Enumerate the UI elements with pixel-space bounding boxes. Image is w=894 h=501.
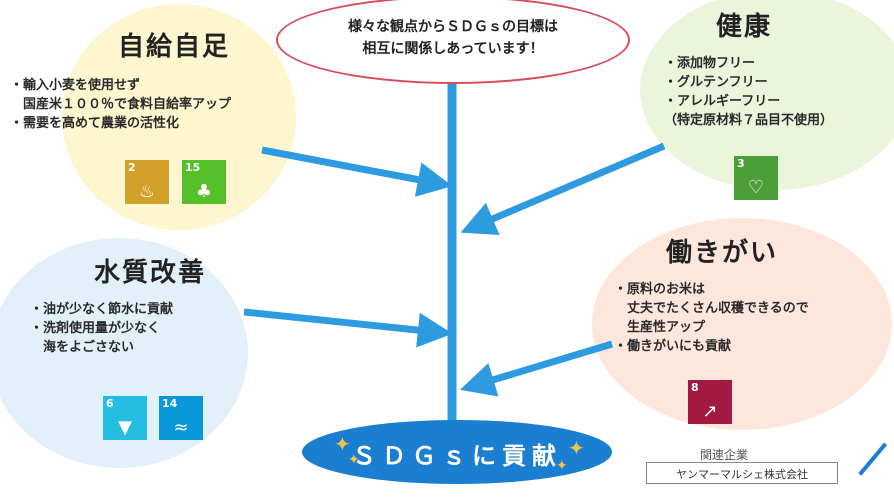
sdg-goal-8-icon: 8 ↗ <box>688 380 732 424</box>
arrow-diagram <box>243 82 666 424</box>
sdg-goal-number: 15 <box>185 161 201 174</box>
sdg-goal-number: 3 <box>737 157 745 170</box>
water-quality-text: ・油が少なく節水に貢献 ・洗剤使用量が少なく 海をよごさない <box>30 302 174 355</box>
sdg-goal-number: 2 <box>128 161 136 174</box>
sparkle-icon: ✦ <box>568 436 585 460</box>
sdg-goal-15-icon: 15 ♣ <box>182 160 226 204</box>
sdgs-banner <box>302 420 612 484</box>
self-sufficiency-title: 自給自足 <box>118 32 231 62</box>
self-sufficiency-text: ・輸入小麦を使用せず 国産米１００％で食料自給率アップ ・需要を高めて農業の活性… <box>10 78 232 131</box>
sdg-goal-number: 14 <box>162 397 178 410</box>
sparkle-icon: ✦ <box>334 432 351 456</box>
sdg-goal-14-icon: 14 ≈ <box>159 396 203 440</box>
decent-work-text: ・原料のお米は 丈夫でたくさん収穫できるので 生産性アップ ・働きがいにも貢献 <box>614 282 809 354</box>
arrow-self <box>261 146 453 197</box>
water-drop-icon: ▼ <box>118 417 132 438</box>
sdg-goal-number: 6 <box>106 397 114 410</box>
decent-work-bubble <box>592 218 892 430</box>
company-box <box>646 462 838 484</box>
sdg-goal-6-icon: 6 ▼ <box>103 396 147 440</box>
fish-icon: ≈ <box>173 417 189 438</box>
sparkle-icon: ✦ <box>556 458 568 474</box>
health-text: ・添加物フリー ・グルテンフリー ・アレルギーフリー （特定原材料７品目不使用） <box>664 56 834 128</box>
sdg-goal-3-icon: 3 ♡ <box>734 156 778 200</box>
top-message: 様々な観点からＳＤＧｓの目標は 相互に関係しあっています！ <box>348 19 558 57</box>
company-label: 関連企業 <box>700 448 749 462</box>
sdgs-banner-text: ＳＤＧｓに貢献 <box>352 442 562 470</box>
water-quality-title: 水質改善 <box>94 258 207 288</box>
arrow-water <box>243 308 453 348</box>
self-sufficiency-bubble <box>62 4 296 230</box>
decent-work-title: 働きがい <box>666 238 779 268</box>
arrow-health <box>460 142 666 235</box>
sdg-goal-2-icon: 2 ♨ <box>125 160 169 204</box>
growth-chart-icon: ↗ <box>702 401 718 422</box>
top-message-ellipse <box>276 0 630 84</box>
arrow-work <box>459 340 614 397</box>
sdg-goal-number: 8 <box>691 381 699 394</box>
sparkle-icon: ✦ <box>348 452 360 468</box>
heartbeat-icon: ♡ <box>747 177 765 198</box>
bowl-icon: ♨ <box>138 181 156 202</box>
health-title: 健康 <box>716 12 773 42</box>
tree-icon: ♣ <box>195 181 213 202</box>
company-name: ヤンマーマルシェ株式会社 <box>676 468 808 481</box>
